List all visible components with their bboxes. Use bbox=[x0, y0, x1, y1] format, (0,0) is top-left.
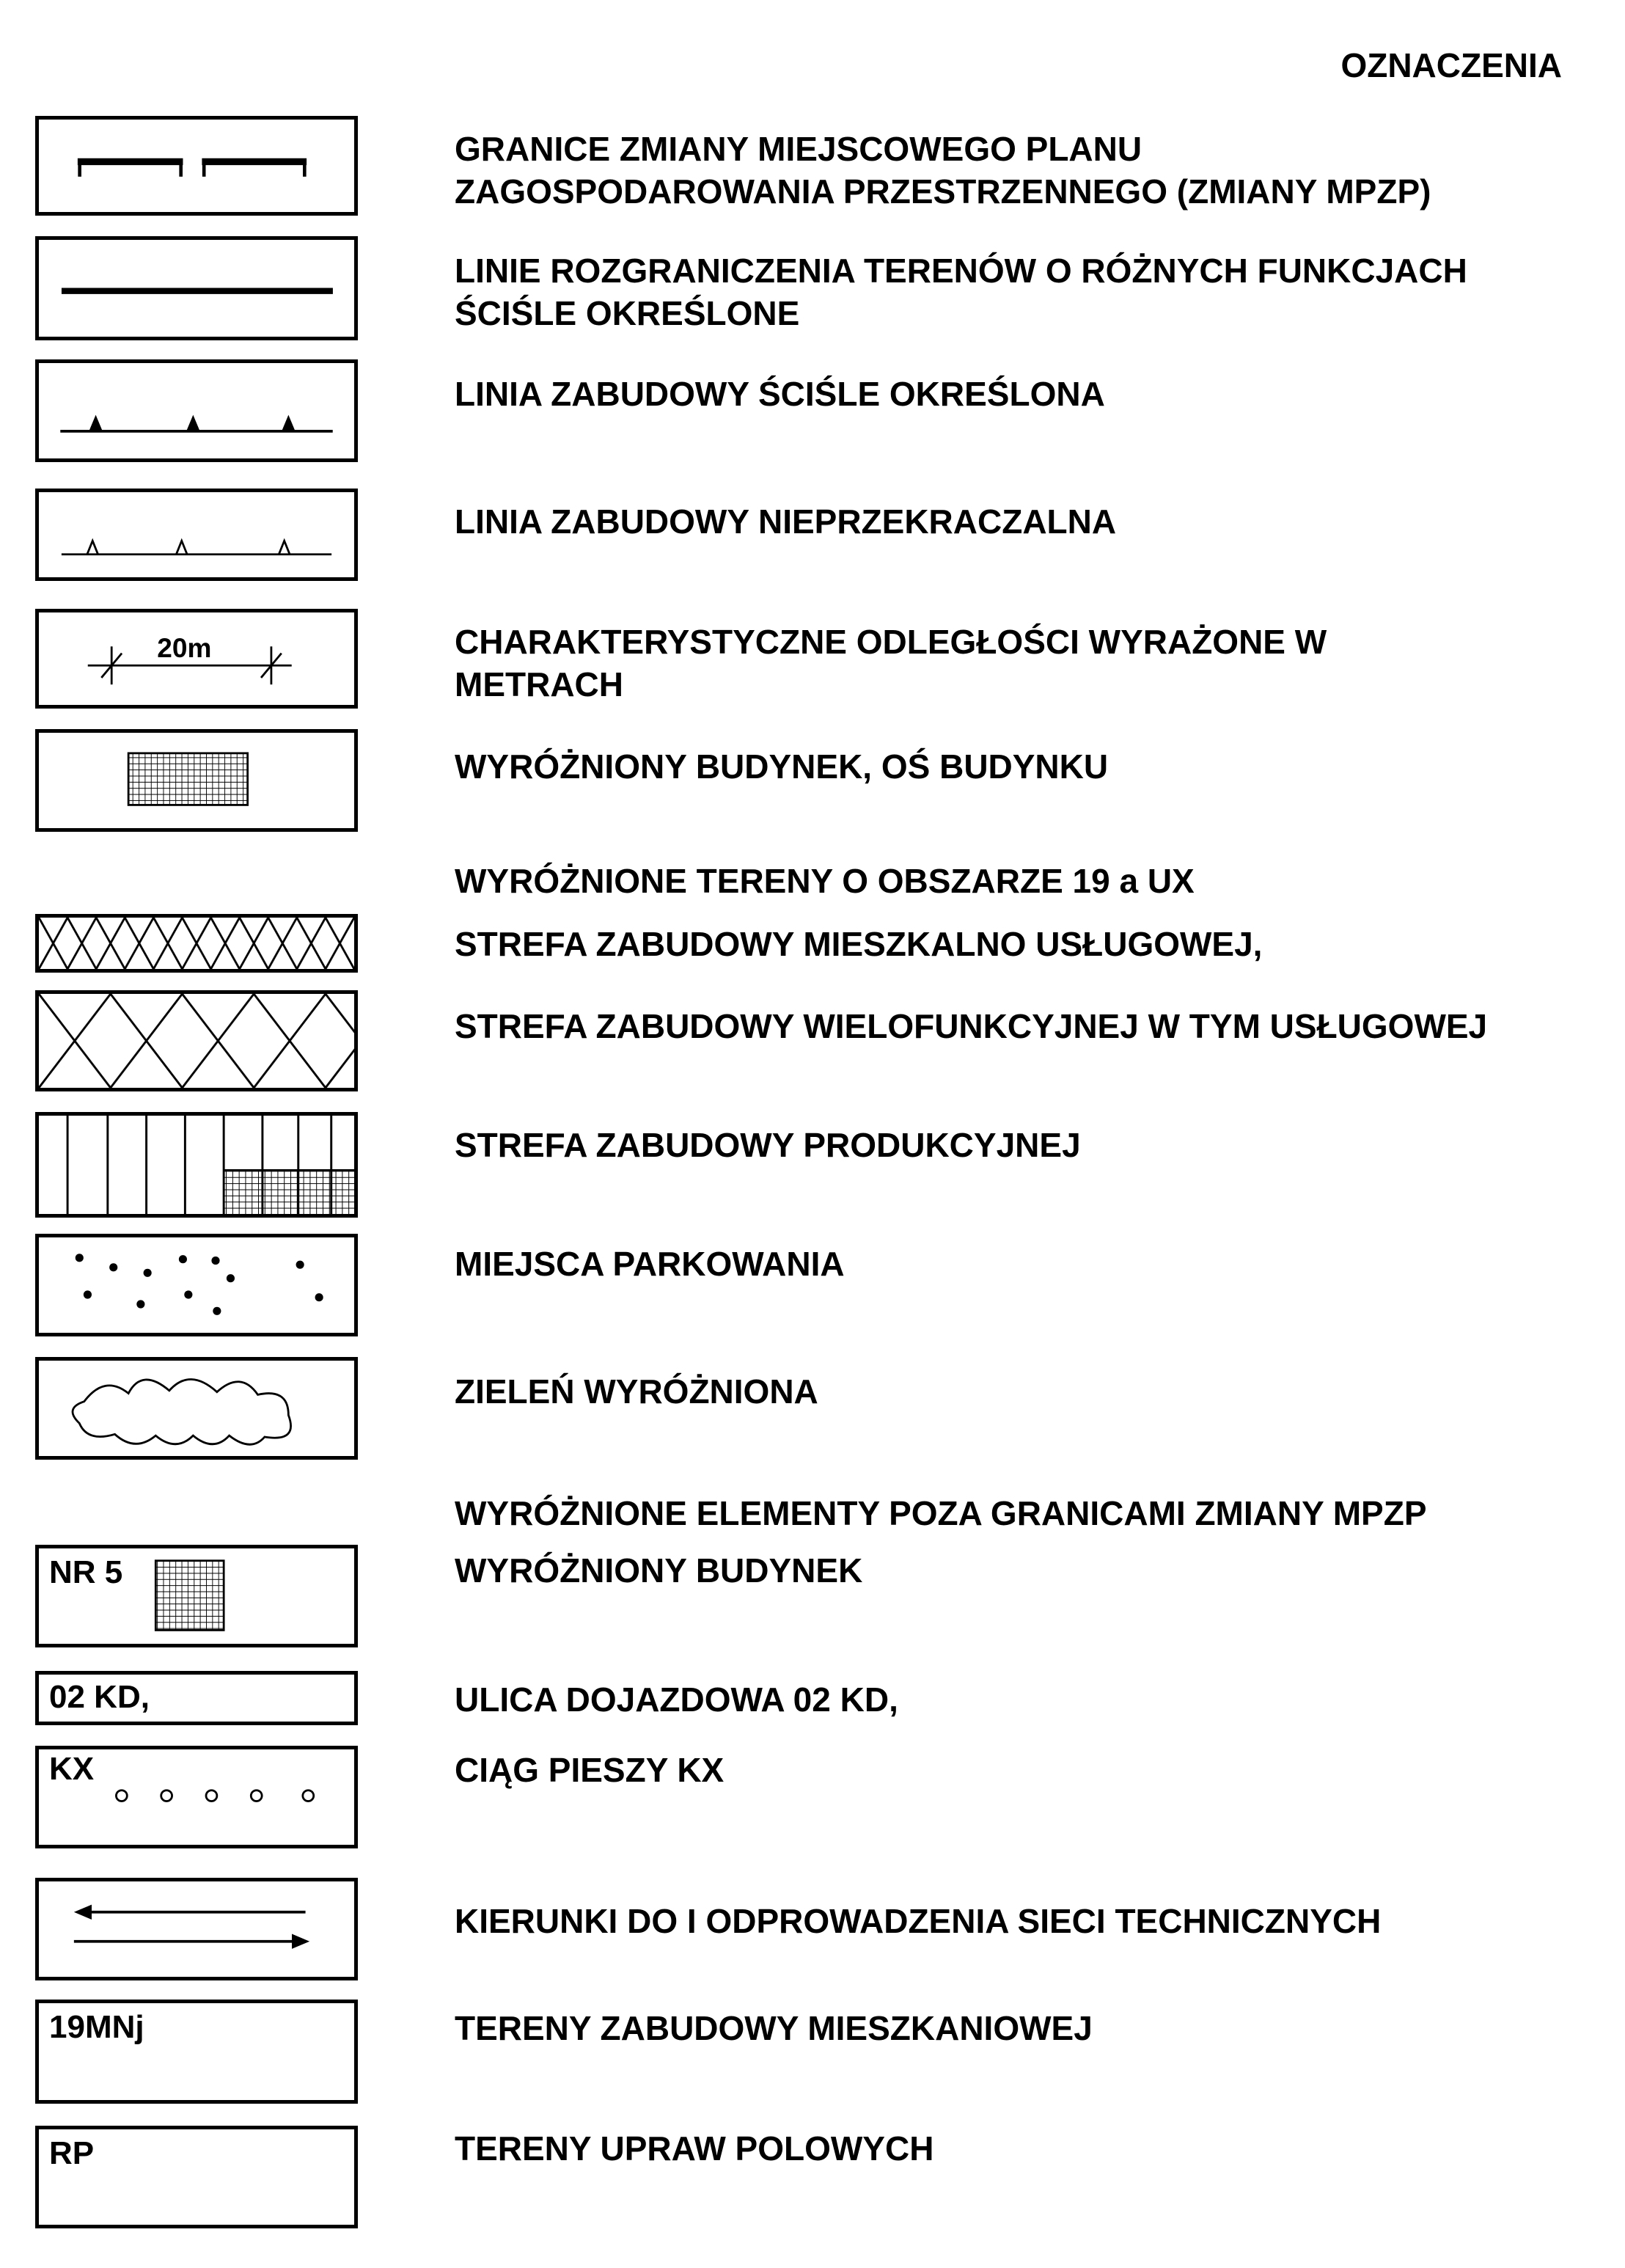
symbol-labeled-fields: RP bbox=[35, 2126, 358, 2228]
legend-label-11: MIEJSCA PARKOWANIA bbox=[455, 1245, 845, 1283]
legend-label-1: GRANICE ZMIANY MIEJSCOWEGO PLANU ZAGOSPO… bbox=[455, 130, 1431, 211]
dimension-icon: 20m bbox=[87, 632, 292, 685]
boundary-dashed-icon bbox=[77, 158, 307, 177]
symbol-code-kx: KX bbox=[49, 1751, 95, 1787]
legend-label-4: LINIA ZABUDOWY NIEPRZEKRACZALNA bbox=[455, 502, 1117, 541]
clouds-icon bbox=[71, 1378, 292, 1446]
legend-label-3: LINIA ZABUDOWY ŚCIŚLE OKREŚLONA bbox=[455, 375, 1105, 413]
building-line-filled-icon bbox=[60, 414, 333, 433]
legend-label-6: WYRÓŻNIONY BUDYNEK, OŚ BUDYNKU bbox=[455, 747, 1109, 786]
legend-label-10: STREFA ZABUDOWY PRODUKCYJNEJ bbox=[455, 1126, 1081, 1164]
legend-label-14: WYRÓŻNIONY BUDYNEK bbox=[455, 1551, 863, 1590]
symbol-building-line-open bbox=[35, 489, 358, 581]
symbol-labeled-residential: 19MNj bbox=[35, 2000, 358, 2104]
legend-label-16: CIĄG PIESZY KX bbox=[455, 1751, 725, 1789]
crosshatch-fine-icon bbox=[39, 918, 354, 969]
legend-label-5: CHARAKTERYSTYCZNE ODLEGŁOŚCI WYRAŻONE W … bbox=[455, 623, 1327, 703]
legend-title: OZNACZENIA bbox=[1340, 46, 1562, 84]
legend-label-7: WYRÓŻNIONE TERENY O OBSZARZE 19 a UX bbox=[455, 862, 1195, 900]
symbol-boundary-dashed bbox=[35, 116, 358, 216]
solid-line-icon bbox=[61, 288, 333, 294]
legend-label-18: TERENY ZABUDOWY MIESZKANIOWEJ bbox=[455, 2009, 1093, 2047]
legend-label-13: WYRÓŻNIONE ELEMENTY POZA GRANICAMI ZMIAN… bbox=[455, 1494, 1427, 1532]
legend-label-8: STREFA ZABUDOWY MIESZKALNO USŁUGOWEJ, bbox=[455, 925, 1263, 963]
legend-label-17: KIERUNKI DO I ODPROWADZENIA SIECI TECHNI… bbox=[455, 1902, 1382, 1940]
crosshatch-coarse-icon bbox=[39, 994, 354, 1088]
symbol-code-19mnj: 19MNj bbox=[49, 2009, 144, 2045]
legend-label-2: LINIE ROZGRANICZENIA TERENÓW O RÓŻNYCH F… bbox=[455, 252, 1467, 332]
symbol-code-nr5: NR 5 bbox=[49, 1554, 123, 1590]
arrows-icon bbox=[73, 1904, 310, 1949]
symbol-building-line-filled bbox=[35, 359, 358, 462]
symbol-code-02kd: 02 KD, bbox=[49, 1679, 150, 1715]
vertical-lines-grid-icon bbox=[66, 1116, 354, 1214]
labeled-grid-icon bbox=[154, 1559, 225, 1631]
symbol-crosshatch-coarse bbox=[35, 990, 358, 1091]
symbol-labeled-grid: NR 5 bbox=[35, 1545, 358, 1647]
symbol-crosshatch-fine bbox=[35, 914, 358, 973]
symbol-dimension: 20m bbox=[35, 609, 358, 709]
grid-building-icon bbox=[127, 752, 249, 806]
legend-label-12: ZIELEŃ WYRÓŻNIONA bbox=[455, 1372, 818, 1411]
dimension-text: 20m bbox=[157, 632, 211, 663]
legend-label-19: TERENY UPRAW POLOWYCH bbox=[455, 2129, 934, 2168]
symbol-dots bbox=[35, 1234, 358, 1336]
circles-icon bbox=[115, 1789, 315, 1802]
symbol-solid-line bbox=[35, 236, 358, 340]
symbol-labeled-road: 02 KD, bbox=[35, 1671, 358, 1725]
symbol-grid-building bbox=[35, 729, 358, 832]
symbol-arrows bbox=[35, 1878, 358, 1980]
legend-label-15: ULICA DOJAZDOWA 02 KD, bbox=[455, 1680, 898, 1719]
symbol-code-rp: RP bbox=[49, 2135, 95, 2171]
symbol-clouds bbox=[35, 1357, 358, 1460]
dots-icon bbox=[75, 1254, 323, 1315]
legend-label-9: STREFA ZABUDOWY WIELOFUNKCYJNEJ W TYM US… bbox=[455, 1007, 1488, 1045]
symbol-vertical-lines-grid bbox=[35, 1112, 358, 1218]
symbol-labeled-circles: KX bbox=[35, 1746, 358, 1848]
building-line-open-icon bbox=[61, 538, 332, 556]
